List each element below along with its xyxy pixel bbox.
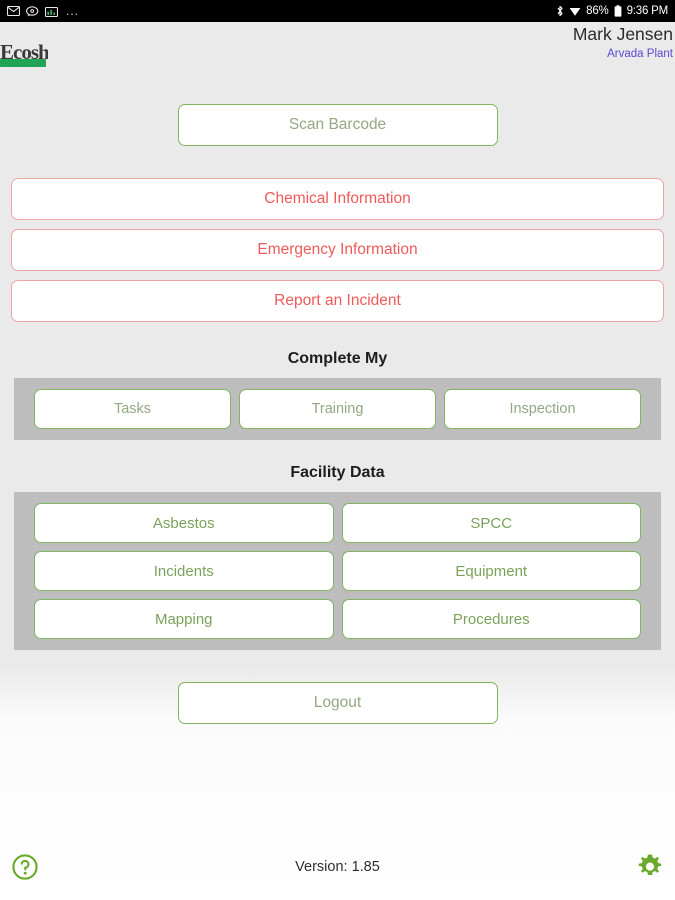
inspection-button[interactable]: Inspection — [444, 389, 641, 429]
chart-icon — [45, 6, 58, 17]
status-bar-right: 86% 9:36 PM — [556, 5, 668, 17]
equipment-button[interactable]: Equipment — [341, 551, 641, 591]
app-logo-underline — [0, 59, 46, 67]
facility-data-row: Asbestos SPCC — [34, 503, 641, 543]
facility-data-title: Facility Data — [290, 464, 385, 481]
status-clock: 9:36 PM — [626, 5, 669, 17]
complete-my-panel: Tasks Training Inspection — [14, 378, 661, 440]
user-name-label: Mark Jensen — [572, 24, 673, 44]
bluetooth-icon — [556, 5, 564, 17]
help-circle-icon[interactable] — [8, 850, 42, 884]
facility-data-row: Mapping Procedures — [34, 599, 641, 639]
battery-icon — [614, 5, 622, 17]
scan-barcode-section: Scan Barcode — [0, 104, 675, 146]
chat-bubble-icon — [26, 5, 39, 17]
battery-percent-label: 86% — [586, 5, 609, 17]
emergency-information-button[interactable]: Emergency Information — [11, 229, 664, 271]
app-logo-text: Ecosh — [0, 44, 48, 64]
mapping-button[interactable]: Mapping — [34, 599, 334, 639]
status-bar-left: ... — [7, 4, 80, 18]
facility-data-row: Incidents Equipment — [34, 551, 641, 591]
user-info: Mark Jensen Arvada Plant — [573, 22, 673, 62]
incidents-button[interactable]: Incidents — [34, 551, 334, 591]
logout-button[interactable]: Logout — [177, 682, 498, 724]
alert-buttons-section: Chemical Information Emergency Informati… — [0, 178, 675, 322]
asbestos-button[interactable]: Asbestos — [34, 503, 334, 543]
complete-my-title: Complete My — [287, 350, 388, 367]
app-logo: Ecosh — [0, 44, 48, 74]
spcc-button[interactable]: SPCC — [341, 503, 641, 543]
facility-data-panel: Asbestos SPCC Incidents Equipment Mappin… — [14, 492, 661, 650]
wifi-icon — [569, 6, 581, 17]
app-footer: Version: 1.85 — [0, 840, 675, 900]
procedures-button[interactable]: Procedures — [341, 599, 641, 639]
status-bar: ... 86% 9:36 PM — [0, 0, 675, 22]
mail-icon — [7, 6, 20, 16]
gear-icon[interactable] — [633, 850, 667, 884]
logout-section: Logout — [0, 682, 675, 724]
tasks-button[interactable]: Tasks — [34, 389, 231, 429]
complete-my-section: Complete My Tasks Training Inspection — [0, 350, 675, 440]
plant-name-link[interactable]: Arvada Plant — [607, 48, 673, 60]
report-an-incident-button[interactable]: Report an Incident — [11, 280, 664, 322]
app-header: Ecosh Mark Jensen Arvada Plant — [0, 22, 675, 74]
facility-data-section: Facility Data Asbestos SPCC Incidents Eq… — [0, 464, 675, 650]
training-button[interactable]: Training — [239, 389, 436, 429]
scan-barcode-button[interactable]: Scan Barcode — [177, 104, 498, 146]
status-overflow-dots: ... — [66, 4, 80, 18]
chemical-information-button[interactable]: Chemical Information — [11, 178, 664, 220]
complete-my-row: Tasks Training Inspection — [34, 389, 641, 429]
version-label: Version: 1.85 — [295, 859, 380, 875]
